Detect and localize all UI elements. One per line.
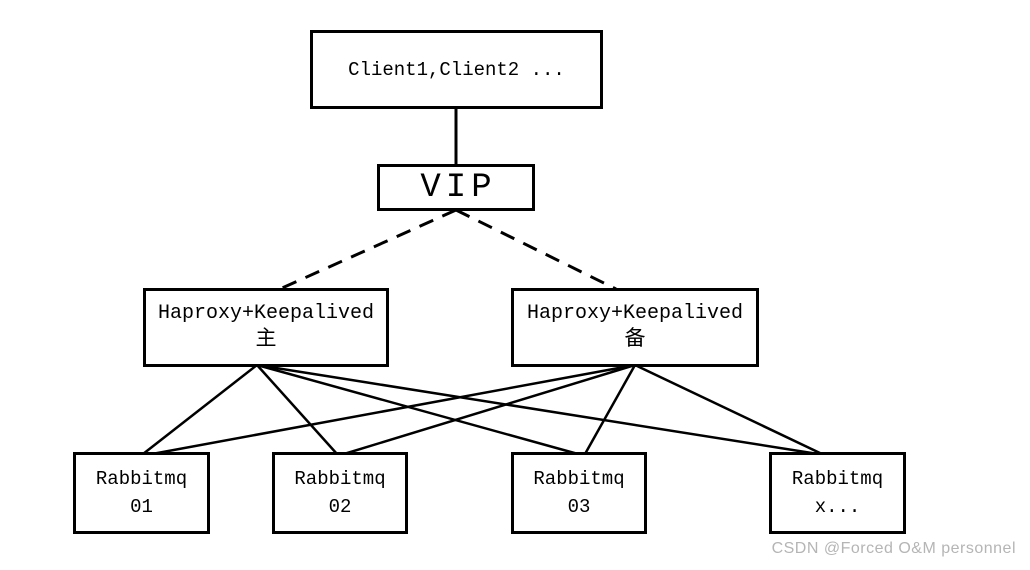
node-rabbitmq-x: Rabbitmq x... [769,452,906,534]
node-rabbitmq-03: Rabbitmq 03 [511,452,647,534]
node-client: Client1,Client2 ... [310,30,603,109]
edge-vip-haproxy-master [279,208,457,291]
csdn-watermark: CSDN @Forced O&M personnel [771,540,1016,557]
node-rabbitmq-x-id: x... [814,496,861,518]
node-rabbitmq-02: Rabbitmq 02 [272,452,408,534]
node-rabbitmq-03-id: 03 [567,496,591,518]
edge-haproxy-master-rabbitmq-03 [256,363,579,456]
node-haproxy-master-role: 主 [255,329,277,352]
edge-haproxy-master-rabbitmq-x [256,363,819,456]
edge-vip-haproxy-backup [455,208,617,291]
edge-haproxy-backup-rabbitmq-02 [343,363,636,456]
edge-haproxy-backup-rabbitmq-03 [583,364,637,455]
node-rabbitmq-02-id: 02 [328,496,352,518]
node-haproxy-backup: Haproxy+Keepalived 备 [511,288,759,367]
node-rabbitmq-01: Rabbitmq 01 [73,452,210,534]
node-rabbitmq-01-id: 01 [130,496,153,518]
edge-haproxy-master-rabbitmq-02 [256,364,338,455]
node-haproxy-master: Haproxy+Keepalived 主 [143,288,389,367]
node-vip-label: VIP [420,168,497,207]
node-haproxy-master-label: Haproxy+Keepalived [157,302,375,325]
node-rabbitmq-x-label: Rabbitmq [791,468,884,490]
edge-haproxy-master-rabbitmq-01 [142,364,258,455]
edge-haproxy-backup-rabbitmq-x [634,363,823,456]
node-rabbitmq-02-label: Rabbitmq [294,468,386,490]
node-rabbitmq-01-label: Rabbitmq [95,468,188,490]
node-vip: VIP [377,164,535,211]
node-haproxy-backup-label: Haproxy+Keepalived [526,302,744,325]
node-rabbitmq-03-label: Rabbitmq [533,468,625,490]
node-client-label: Client1,Client2 ... [348,58,565,81]
node-haproxy-backup-role: 备 [624,329,646,352]
edge-haproxy-backup-rabbitmq-01 [151,363,636,456]
